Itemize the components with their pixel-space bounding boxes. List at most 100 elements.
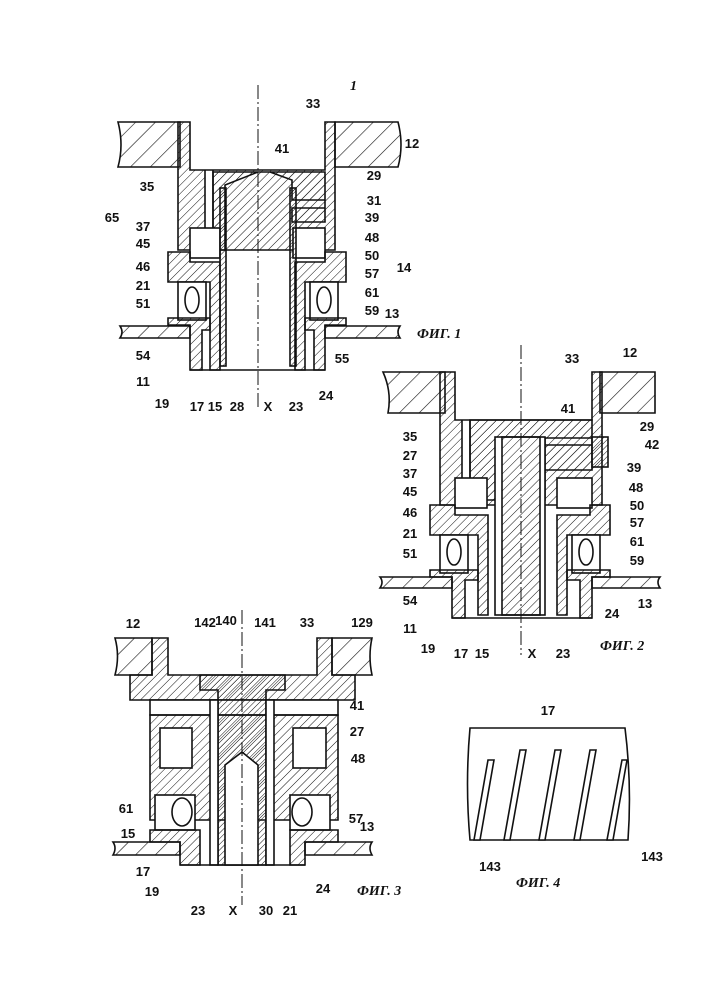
reference-numeral: 31 — [367, 193, 381, 208]
reference-numeral: 29 — [367, 168, 381, 183]
reference-numeral: 143 — [479, 859, 501, 874]
plate-13-right — [325, 326, 400, 338]
plate-12-left — [383, 372, 445, 413]
reference-numeral: 21 — [283, 903, 297, 918]
sheet-number: 1 — [350, 79, 357, 94]
reference-numeral: 11 — [136, 374, 150, 389]
reference-numeral: 45 — [403, 484, 417, 499]
reference-numeral: 15 — [208, 399, 222, 414]
reference-numeral: 41 — [350, 698, 364, 713]
reference-numeral: 24 — [605, 606, 620, 621]
plate-13-left — [113, 842, 180, 855]
gap-141 — [266, 700, 274, 865]
reference-numeral: 35 — [140, 179, 154, 194]
reference-numeral: 48 — [629, 480, 643, 495]
reference-numeral: 50 — [365, 248, 379, 263]
reference-numeral: 35 — [403, 429, 417, 444]
reference-numeral: 27 — [350, 724, 364, 739]
reference-numeral: 54 — [136, 348, 151, 363]
reference-numeral: 37 — [136, 219, 150, 234]
figure-caption: ФИГ. 2 — [600, 639, 644, 654]
reference-numeral: 13 — [385, 306, 399, 321]
reference-numeral: 41 — [561, 401, 575, 416]
figure-3 — [113, 610, 372, 905]
reference-numeral: 57 — [365, 266, 379, 281]
chamber-left — [160, 728, 192, 768]
reference-numeral: 65 — [105, 210, 119, 225]
figure-1 — [118, 85, 401, 410]
reference-numeral: 61 — [365, 285, 379, 300]
figure-caption: ФИГ. 1 — [417, 327, 461, 342]
reference-numeral: 12 — [405, 136, 419, 151]
reference-numeral: 19 — [155, 396, 169, 411]
reference-numeral: 41 — [275, 141, 289, 156]
reference-numeral: 12 — [126, 616, 140, 631]
reference-numeral: 23 — [556, 646, 570, 661]
reference-numeral: 33 — [306, 96, 320, 111]
plate-13-right — [305, 842, 372, 855]
reference-numeral: 140 — [215, 613, 237, 628]
reference-numeral: 45 — [136, 236, 150, 251]
reference-numeral: 143 — [641, 849, 663, 864]
ball-cage-left — [155, 795, 195, 830]
chamber-48 — [293, 228, 325, 258]
plate-12-right — [335, 122, 401, 167]
reference-numeral: 17 — [541, 703, 555, 718]
reference-numeral: 48 — [351, 751, 365, 766]
reference-numeral: 129 — [351, 615, 373, 630]
reference-numeral: 61 — [630, 534, 644, 549]
reference-numeral: 19 — [145, 884, 159, 899]
chamber-left — [190, 228, 220, 258]
sleeve-right — [290, 188, 296, 366]
reference-numeral: 29 — [640, 419, 654, 434]
reference-numeral: 57 — [630, 515, 644, 530]
reference-numeral: 42 — [645, 437, 659, 452]
plate-13-left — [380, 577, 452, 588]
reference-numeral: 48 — [365, 230, 379, 245]
reference-numeral: 54 — [403, 593, 418, 608]
plate-12-right — [600, 372, 655, 413]
reference-numeral: 55 — [335, 351, 349, 366]
plate-13-left — [120, 326, 190, 338]
grooves-143 — [474, 750, 627, 840]
reference-numeral: X — [264, 399, 273, 414]
reference-numeral: 23 — [289, 399, 303, 414]
reference-numeral: 33 — [565, 351, 579, 366]
reference-numeral: 30 — [259, 903, 273, 918]
reference-numeral: 12 — [623, 345, 637, 360]
plate-13-right — [592, 577, 660, 588]
reference-numeral: 39 — [627, 460, 641, 475]
reference-numeral: 28 — [230, 399, 244, 414]
reference-numeral: 21 — [136, 278, 150, 293]
reference-numeral: X — [229, 903, 238, 918]
chamber-48 — [557, 478, 592, 508]
chamber-48 — [293, 728, 326, 768]
reference-numeral: 11 — [403, 621, 417, 636]
reference-numeral: 50 — [630, 498, 644, 513]
reference-numeral: 21 — [403, 526, 417, 541]
reference-numeral: 17 — [454, 646, 468, 661]
plate-12-right — [332, 638, 372, 675]
figure-caption: ФИГ. 4 — [516, 876, 560, 891]
reference-numeral: 141 — [254, 615, 276, 630]
plug-42 — [592, 437, 608, 467]
reference-numeral: 24 — [316, 881, 331, 896]
reference-numeral: 17 — [190, 399, 204, 414]
reference-numeral: 59 — [365, 303, 379, 318]
reference-numeral: 51 — [136, 296, 150, 311]
reference-numeral: 15 — [121, 826, 135, 841]
reference-numeral: 19 — [421, 641, 435, 656]
reference-numeral: 51 — [403, 546, 417, 561]
reference-numeral: 27 — [403, 448, 417, 463]
chamber-left — [455, 478, 487, 508]
reference-numeral: 13 — [638, 596, 652, 611]
reference-numeral: 142 — [194, 615, 216, 630]
reference-numeral: 17 — [136, 864, 150, 879]
reference-numeral: 14 — [397, 260, 412, 275]
ball-cage-right — [572, 535, 600, 573]
reference-numeral: 24 — [319, 388, 334, 403]
reference-numeral: 46 — [403, 505, 417, 520]
gap-142 — [210, 700, 218, 865]
reference-numeral: 39 — [365, 210, 379, 225]
